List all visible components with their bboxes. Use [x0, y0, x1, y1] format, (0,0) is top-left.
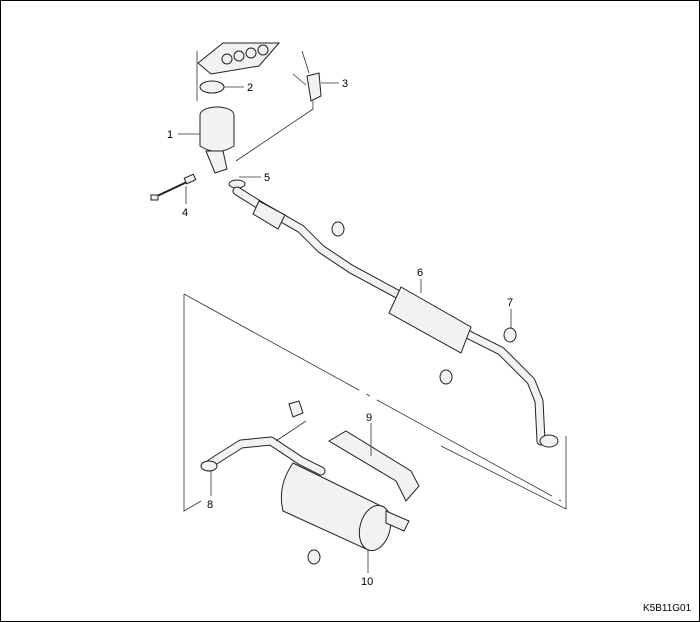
callout-8: 8 [207, 499, 213, 511]
rear-muffler [280, 462, 410, 552]
leader-lines [178, 82, 512, 573]
callout-9: 9 [366, 412, 372, 424]
heat-shield [328, 430, 420, 502]
callout-7: 7 [507, 297, 513, 309]
exhaust-manifold [196, 42, 281, 101]
assembly-frame [183, 293, 567, 512]
callout-10: 10 [361, 576, 373, 588]
bracket [235, 50, 322, 162]
catalytic-converter [199, 106, 235, 174]
center-pipe [232, 186, 559, 448]
callout-2: 2 [247, 82, 253, 94]
rear-pipe [200, 400, 326, 476]
callout-5: 5 [264, 172, 270, 184]
oxygen-sensor [150, 173, 197, 201]
callout-1: 1 [167, 129, 173, 141]
callout-4: 4 [182, 207, 188, 219]
callout-6: 6 [417, 267, 423, 279]
figure-code: K5B11G01 [643, 603, 692, 614]
gasket [199, 80, 225, 94]
callout-3: 3 [342, 78, 348, 90]
rubber-hangers [307, 221, 517, 565]
